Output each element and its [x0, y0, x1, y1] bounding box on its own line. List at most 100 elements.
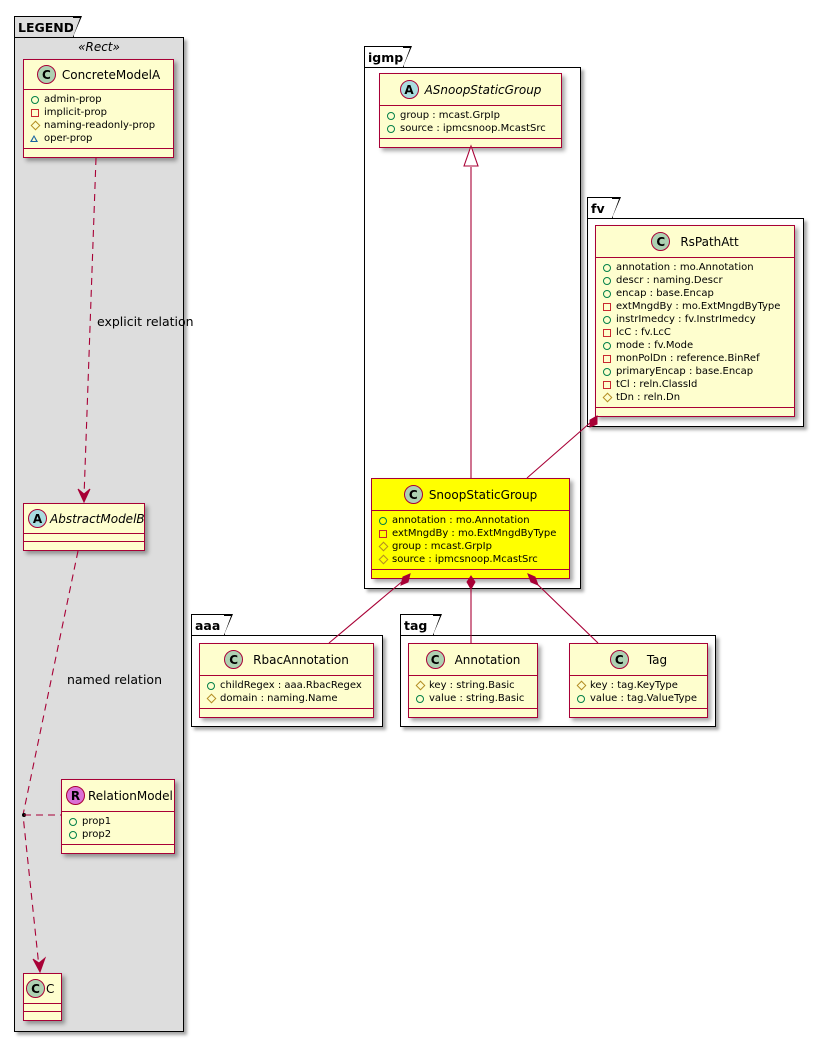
protected-visibility-icon — [576, 679, 587, 692]
attribute: prop1 — [68, 815, 168, 828]
attribute-list: key : tag.KeyType value : tag.ValueType — [570, 676, 707, 709]
attribute: oper-prop — [30, 132, 167, 145]
package-tag-title: tag — [400, 613, 442, 635]
attribute: extMngdBy : mo.ExtMngdByType — [602, 300, 788, 313]
package-igmp: igmp — [364, 45, 581, 589]
package-legend-title: LEGEND — [14, 15, 82, 37]
class-badge-icon: C — [36, 65, 56, 84]
class-abstract-model-b[interactable]: A AbstractModelB — [23, 503, 145, 551]
class-rbac-annotation[interactable]: C RbacAnnotation childRegex : aaa.RbacRe… — [199, 643, 374, 718]
attribute: annotation : mo.Annotation — [602, 261, 788, 274]
public-visibility-icon — [386, 122, 397, 135]
public-visibility-icon — [602, 313, 613, 326]
class-snoop-static-group[interactable]: C SnoopStaticGroup annotation : mo.Annot… — [371, 478, 570, 579]
package-fv-title: fv — [587, 196, 621, 218]
attribute: source : ipmcsnoop.McastSrc — [386, 122, 555, 135]
package-aaa: aaa — [191, 613, 383, 727]
class-name: AbstractModelB — [50, 511, 145, 526]
class-badge-icon: C — [224, 650, 244, 669]
class-badge-icon: C — [403, 485, 423, 504]
public-visibility-icon — [602, 274, 613, 287]
package-igmp-title: igmp — [364, 45, 412, 67]
attribute: source : ipmcsnoop.McastSrc — [378, 553, 563, 566]
public-visibility-icon — [602, 339, 613, 352]
private-visibility-icon — [602, 300, 613, 313]
class-asnoop-static-group[interactable]: A ASnoopStaticGroup group : mcast.GrpIp … — [379, 73, 562, 148]
attribute: tDn : reln.Dn — [602, 391, 788, 404]
class-c[interactable]: C C — [23, 973, 62, 1021]
public-visibility-icon — [68, 828, 79, 841]
package-aaa-title: aaa — [191, 613, 233, 635]
class-annotation[interactable]: C Annotation key : string.Basic value : … — [408, 643, 538, 718]
abstract-badge-icon: A — [28, 509, 47, 528]
private-visibility-icon — [602, 326, 613, 339]
attribute: descr : naming.Descr — [602, 274, 788, 287]
attribute: key : tag.KeyType — [576, 679, 701, 692]
class-rs-path-att[interactable]: C RsPathAtt annotation : mo.Annotation d… — [595, 225, 795, 417]
public-visibility-icon — [206, 679, 217, 692]
class-badge-icon: C — [26, 979, 45, 998]
class-badge-icon: C — [609, 650, 629, 669]
private-visibility-icon — [378, 527, 389, 540]
attribute: tCl : reln.ClassId — [602, 378, 788, 391]
public-visibility-icon — [602, 287, 613, 300]
attribute: monPolDn : reference.BinRef — [602, 352, 788, 365]
attribute: group : mcast.GrpIp — [386, 109, 555, 122]
class-name: RsPathAtt — [680, 234, 739, 249]
class-relation-model[interactable]: R RelationModel prop1 prop2 — [61, 779, 175, 854]
public-visibility-icon — [602, 365, 613, 378]
attribute: implicit-prop — [30, 106, 167, 119]
package-visibility-icon — [30, 132, 41, 145]
attribute: childRegex : aaa.RbacRegex — [206, 679, 367, 692]
public-visibility-icon — [68, 815, 79, 828]
public-visibility-icon — [415, 692, 426, 705]
attribute: annotation : mo.Annotation — [378, 514, 563, 527]
attribute-list: annotation : mo.Annotation descr : namin… — [596, 258, 794, 408]
class-name: RbacAnnotation — [253, 652, 349, 667]
class-name: ASnoopStaticGroup — [424, 82, 542, 97]
public-visibility-icon — [378, 514, 389, 527]
abstract-badge-icon: A — [399, 80, 419, 99]
protected-visibility-icon — [30, 119, 41, 132]
class-name: Annotation — [454, 652, 521, 667]
class-badge-icon: C — [425, 650, 445, 669]
package-tag: tag — [400, 613, 716, 727]
attribute: group : mcast.GrpIp — [378, 540, 563, 553]
attribute: value : tag.ValueType — [576, 692, 701, 705]
attribute: value : string.Basic — [415, 692, 531, 705]
attribute-list: admin-prop implicit-prop naming-readonly… — [24, 90, 173, 149]
attribute: primaryEncap : base.Encap — [602, 365, 788, 378]
class-concrete-model-a[interactable]: C ConcreteModelA admin-prop implicit-pro… — [23, 59, 174, 158]
attribute: key : string.Basic — [415, 679, 531, 692]
attribute-list: childRegex : aaa.RbacRegex domain : nami… — [200, 676, 373, 709]
private-visibility-icon — [602, 378, 613, 391]
attribute: encap : base.Encap — [602, 287, 788, 300]
protected-visibility-icon — [415, 679, 426, 692]
package-legend-stereotype: «Rect» — [78, 40, 120, 54]
public-visibility-icon — [602, 261, 613, 274]
public-visibility-icon — [30, 93, 41, 106]
attribute: mode : fv.Mode — [602, 339, 788, 352]
attribute: naming-readonly-prop — [30, 119, 167, 132]
attribute: domain : naming.Name — [206, 692, 367, 705]
protected-visibility-icon — [602, 391, 613, 404]
class-tag[interactable]: C Tag key : tag.KeyType value : tag.Valu… — [569, 643, 708, 718]
attribute: admin-prop — [30, 93, 167, 106]
class-badge-icon: C — [651, 232, 671, 251]
public-visibility-icon — [576, 692, 587, 705]
package-fv: fv — [587, 196, 804, 427]
attribute: prop2 — [68, 828, 168, 841]
public-visibility-icon — [386, 109, 397, 122]
edge-label-named-relation: named relation — [67, 672, 162, 687]
private-visibility-icon — [30, 106, 41, 119]
attribute: extMngdBy : mo.ExtMngdByType — [378, 527, 563, 540]
class-name: SnoopStaticGroup — [428, 487, 538, 502]
attribute: lcC : fv.LcC — [602, 326, 788, 339]
attribute-list: key : string.Basic value : string.Basic — [409, 676, 537, 709]
attribute-list: annotation : mo.Annotation extMngdBy : m… — [372, 511, 569, 570]
relation-badge-icon: R — [66, 786, 85, 805]
class-name: RelationModel — [88, 788, 173, 803]
protected-visibility-icon — [206, 692, 217, 705]
class-name: Tag — [646, 652, 668, 667]
protected-visibility-icon — [378, 553, 389, 566]
